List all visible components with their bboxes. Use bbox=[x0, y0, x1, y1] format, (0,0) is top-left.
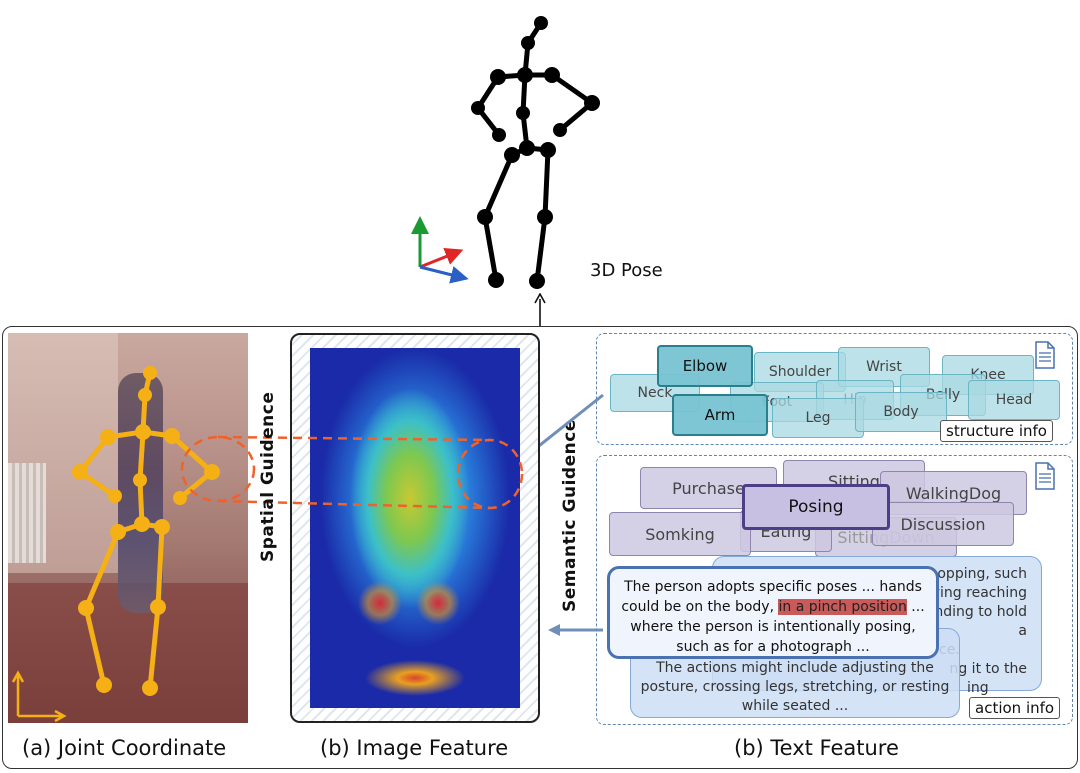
card-right-line: ing bbox=[967, 680, 989, 696]
semantic-arrows bbox=[540, 393, 604, 636]
card-main-highlight: in a pinch position bbox=[778, 599, 907, 615]
tag-somking: Somking bbox=[609, 512, 751, 556]
card-main-text-pre: The person adopts specific poses ... han… bbox=[621, 579, 922, 615]
spatial-guidance-label: Spatial Guidence bbox=[258, 391, 278, 562]
card-right-line: a bbox=[1018, 623, 1027, 639]
spatial-guidance-link bbox=[180, 435, 524, 510]
structure-info-label: structure info bbox=[940, 420, 1053, 442]
action-info-label: action info bbox=[969, 697, 1061, 719]
tag-posing: Posing bbox=[742, 484, 890, 530]
tag-elbow: Elbow bbox=[657, 345, 753, 387]
caption-text-feature: (b) Text Feature bbox=[734, 736, 899, 760]
caption-joint-coordinate: (a) Joint Coordinate bbox=[22, 736, 227, 760]
tag-discussion: Discussion bbox=[872, 502, 1014, 546]
card-right-line: ng it to the bbox=[949, 661, 1027, 677]
action-info-box bbox=[596, 455, 1073, 725]
card-back-text: The actions might include adjusting the … bbox=[640, 660, 950, 714]
pose-3d-label: 3D Pose bbox=[590, 260, 663, 281]
caption-image-feature: (b) Image Feature bbox=[320, 736, 509, 760]
document-icon bbox=[1034, 341, 1056, 369]
card-right-line: ving reaching bbox=[931, 585, 1027, 601]
axes-icon bbox=[411, 216, 469, 284]
card-main-text-post: ... where the person is intentionally po… bbox=[630, 599, 925, 655]
framework-panel bbox=[2, 326, 1078, 769]
tag-arm: Arm bbox=[672, 394, 768, 436]
structure-info-box bbox=[596, 333, 1073, 445]
pose-3d-skeleton bbox=[471, 16, 600, 289]
tag-body: Body bbox=[855, 392, 947, 432]
joint-skeleton-2d bbox=[11, 366, 220, 723]
document-icon bbox=[1034, 462, 1056, 490]
tag-leg: Leg bbox=[772, 398, 864, 438]
action-card-main: The person adopts specific poses ... han… bbox=[607, 566, 939, 659]
card-right-line: shopping, such bbox=[921, 566, 1027, 582]
card-right-line: nding to hold bbox=[934, 604, 1027, 620]
output-arrow bbox=[534, 293, 546, 326]
image-feature-heatmap bbox=[310, 348, 520, 708]
tag-head: Head bbox=[968, 380, 1060, 420]
